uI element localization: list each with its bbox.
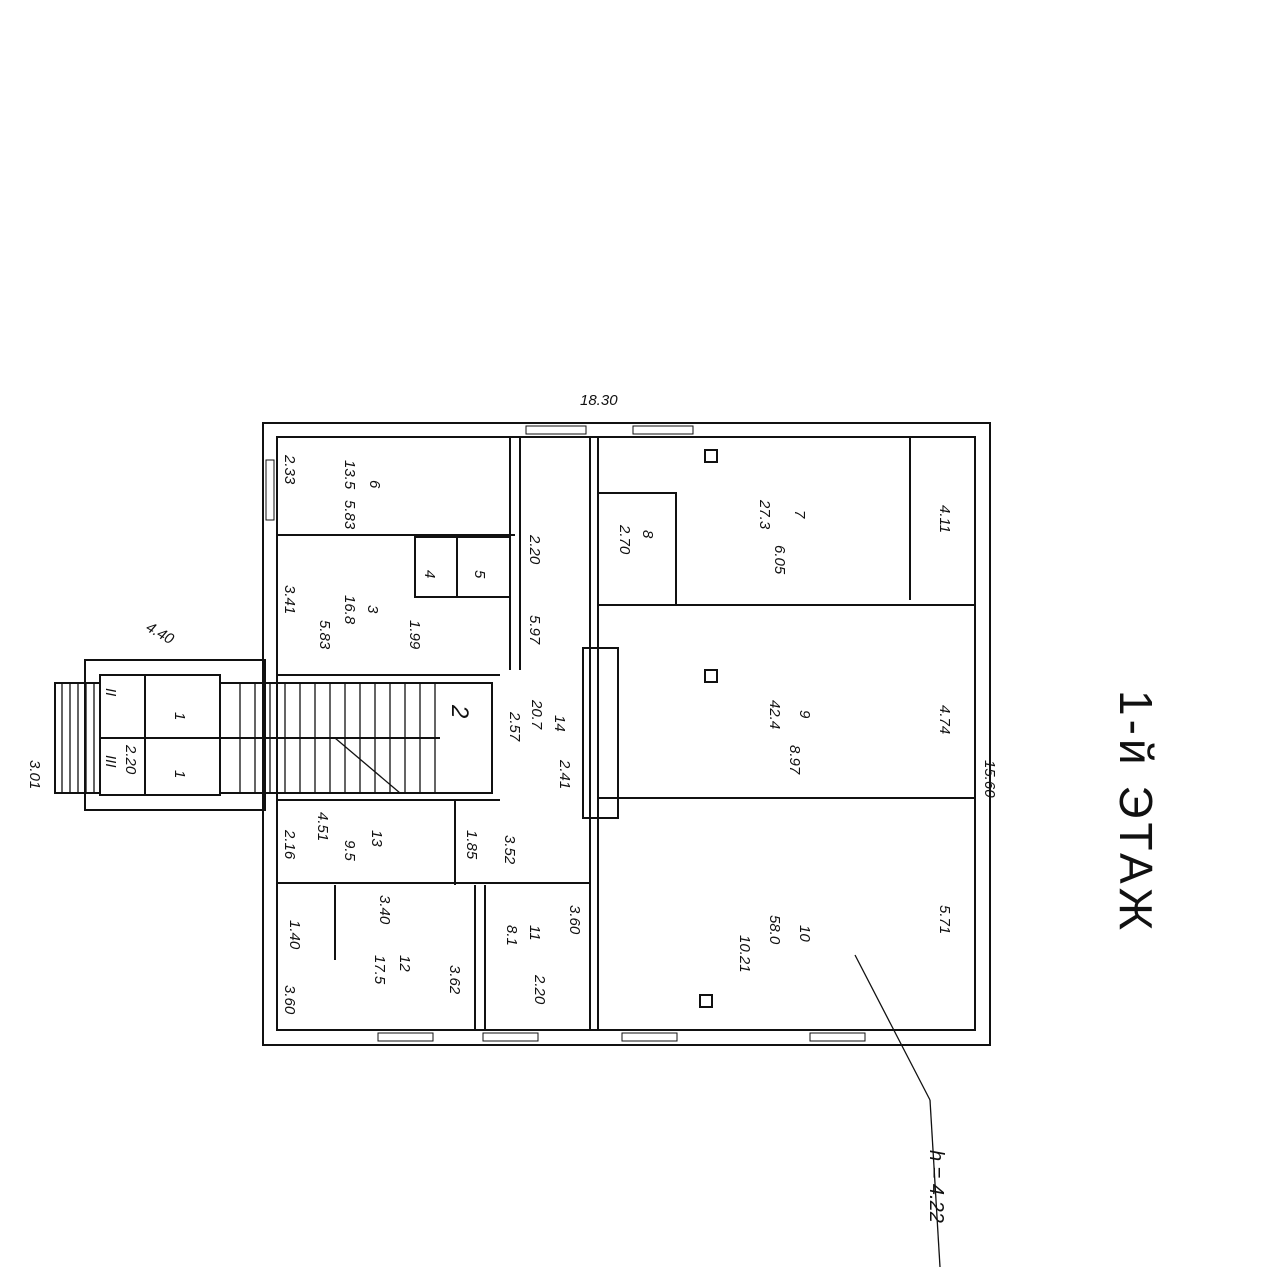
room-8-no: 8 <box>639 530 656 539</box>
room-7-dim: 4.11 <box>936 505 953 533</box>
labels: 18.30 4.40 3.01 2.20 15.60 II III 1 1 2 … <box>26 392 1162 1223</box>
dim-porch: 4.40 <box>143 619 177 649</box>
room-12-dim: 3.60 <box>281 985 298 1015</box>
room-6-no: 6 <box>366 480 383 489</box>
interior-walls <box>219 437 975 1267</box>
room-11-area: 8.1 <box>503 925 520 946</box>
dim-width: 15.60 <box>981 760 998 798</box>
room-10-no: 10 <box>796 925 813 942</box>
floor-title: 1-й ЭТАЖ <box>1110 690 1162 934</box>
room-8-dim: 2.70 <box>616 524 633 555</box>
room-9-no: 9 <box>796 710 813 719</box>
room-13-area: 9.5 <box>341 840 358 862</box>
room-13-dim: 4.51 <box>314 812 331 841</box>
room-14-no: 14 <box>551 715 568 732</box>
outer-walls <box>262 422 991 1046</box>
porch-mark: III <box>102 755 119 768</box>
room-10-dim: 10.21 <box>736 935 753 973</box>
dim-length: 18.30 <box>580 392 618 409</box>
room-14-dim: 2.20 <box>526 534 543 565</box>
dim-steps: 3.01 <box>26 760 43 789</box>
room-14-dim: 2.57 <box>506 711 523 742</box>
room-14-dim: 2.41 <box>556 759 573 789</box>
room-2-no: 2 <box>446 704 473 718</box>
room-6-dim: 5.83 <box>341 500 358 530</box>
room-14-dim: 3.52 <box>501 835 518 865</box>
room-7-dim: 6.05 <box>771 545 788 575</box>
room-10-dim: 5.71 <box>936 905 953 934</box>
room-3-dim: 5.83 <box>316 620 333 650</box>
room-12-no: 12 <box>396 955 413 972</box>
room-14-dim: 5.97 <box>526 615 543 645</box>
room-10-area: 58.0 <box>766 915 783 945</box>
room-9-dim: 4.74 <box>936 705 953 734</box>
room-11-dim: 3.60 <box>566 905 583 935</box>
dim-steps-depth: 2.20 <box>122 744 139 775</box>
room-3-dim: 3.41 <box>281 585 298 614</box>
room-12-dim: 3.62 <box>446 965 463 995</box>
room-12-area: 17.5 <box>371 955 388 985</box>
room-1b-no: 1 <box>171 770 188 778</box>
room-5-no: 5 <box>471 570 488 579</box>
room-13-dim: 2.16 <box>281 829 298 860</box>
height-note: h = 4.22 <box>925 1150 947 1223</box>
room-12-dim: 3.40 <box>376 895 393 925</box>
room-3-area: 16.8 <box>341 595 358 625</box>
room-11-no: 11 <box>526 925 543 941</box>
room-7-no: 7 <box>791 510 808 519</box>
room-14-dim: 1.85 <box>463 830 480 860</box>
porch-mark: II <box>102 688 119 696</box>
room-6-area: 13.5 <box>341 460 358 490</box>
room-4-no: 4 <box>421 570 438 578</box>
room-3-dim: 1.99 <box>406 620 423 650</box>
room-1-no: 1 <box>171 712 188 720</box>
room-7-area: 27.3 <box>756 499 773 530</box>
room-13-no: 13 <box>368 830 385 847</box>
room-6-dim: 2.33 <box>281 454 298 485</box>
room-9-area: 42.4 <box>766 700 783 729</box>
room-14-area: 20.7 <box>528 699 545 730</box>
room-3-no: 3 <box>364 605 381 614</box>
room-9-dim: 8.97 <box>786 745 803 775</box>
room-12-dim: 1.40 <box>286 920 303 950</box>
room-11-dim: 2.20 <box>531 974 548 1005</box>
